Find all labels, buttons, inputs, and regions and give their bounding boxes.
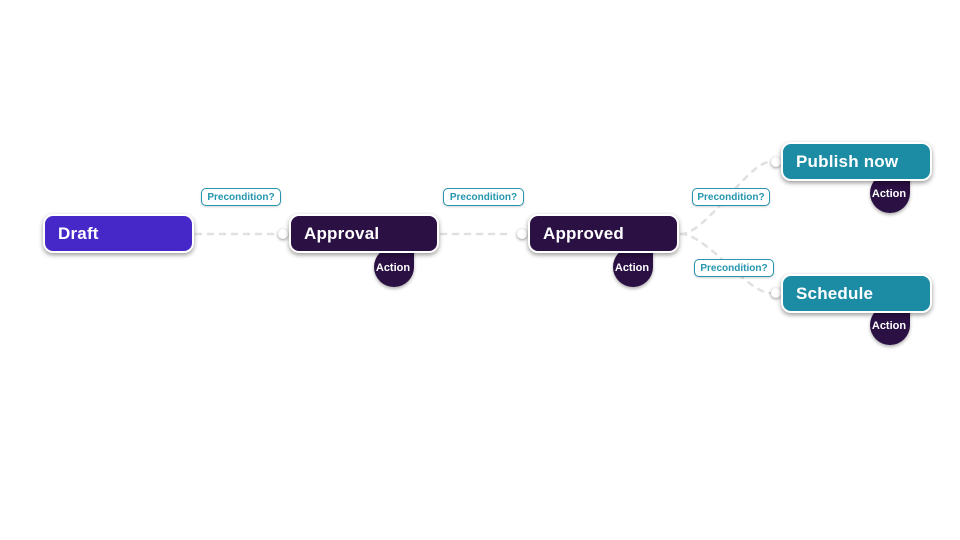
connection-dot-publish-now (771, 157, 781, 167)
node-schedule[interactable]: Schedule (781, 274, 932, 313)
action-badge-approved[interactable]: Action (613, 247, 653, 287)
node-publish-now[interactable]: Publish now (781, 142, 932, 181)
action-badge-label: Action (871, 188, 907, 200)
connection-dot-schedule (771, 288, 781, 298)
precondition-text: Precondition? (207, 191, 275, 203)
precondition-label-approval-approved[interactable]: Precondition? (443, 188, 524, 206)
node-label: Publish now (796, 151, 899, 171)
node-label: Approved (543, 223, 624, 243)
node-label: Approval (304, 223, 380, 243)
precondition-text: Precondition? (700, 262, 768, 274)
connection-dot-approved (517, 229, 527, 239)
node-approved[interactable]: Approved (528, 214, 679, 253)
precondition-label-approved-publish-now[interactable]: Precondition? (692, 188, 770, 206)
edge-approved-to-schedule (679, 232, 772, 295)
node-label: Schedule (796, 283, 874, 303)
action-badge-label: Action (375, 262, 411, 274)
precondition-label-approved-schedule[interactable]: Precondition? (694, 259, 774, 277)
precondition-label-draft-approval[interactable]: Precondition? (201, 188, 281, 206)
connection-dot-approval (278, 229, 288, 239)
node-label: Draft (58, 223, 99, 243)
node-draft[interactable]: Draft (43, 214, 194, 253)
precondition-text: Precondition? (697, 191, 765, 203)
action-badge-label: Action (871, 320, 907, 332)
action-badge-label: Action (614, 262, 650, 274)
action-badge-approval[interactable]: Action (374, 247, 414, 287)
node-approval[interactable]: Approval (289, 214, 439, 253)
precondition-text: Precondition? (449, 191, 518, 203)
